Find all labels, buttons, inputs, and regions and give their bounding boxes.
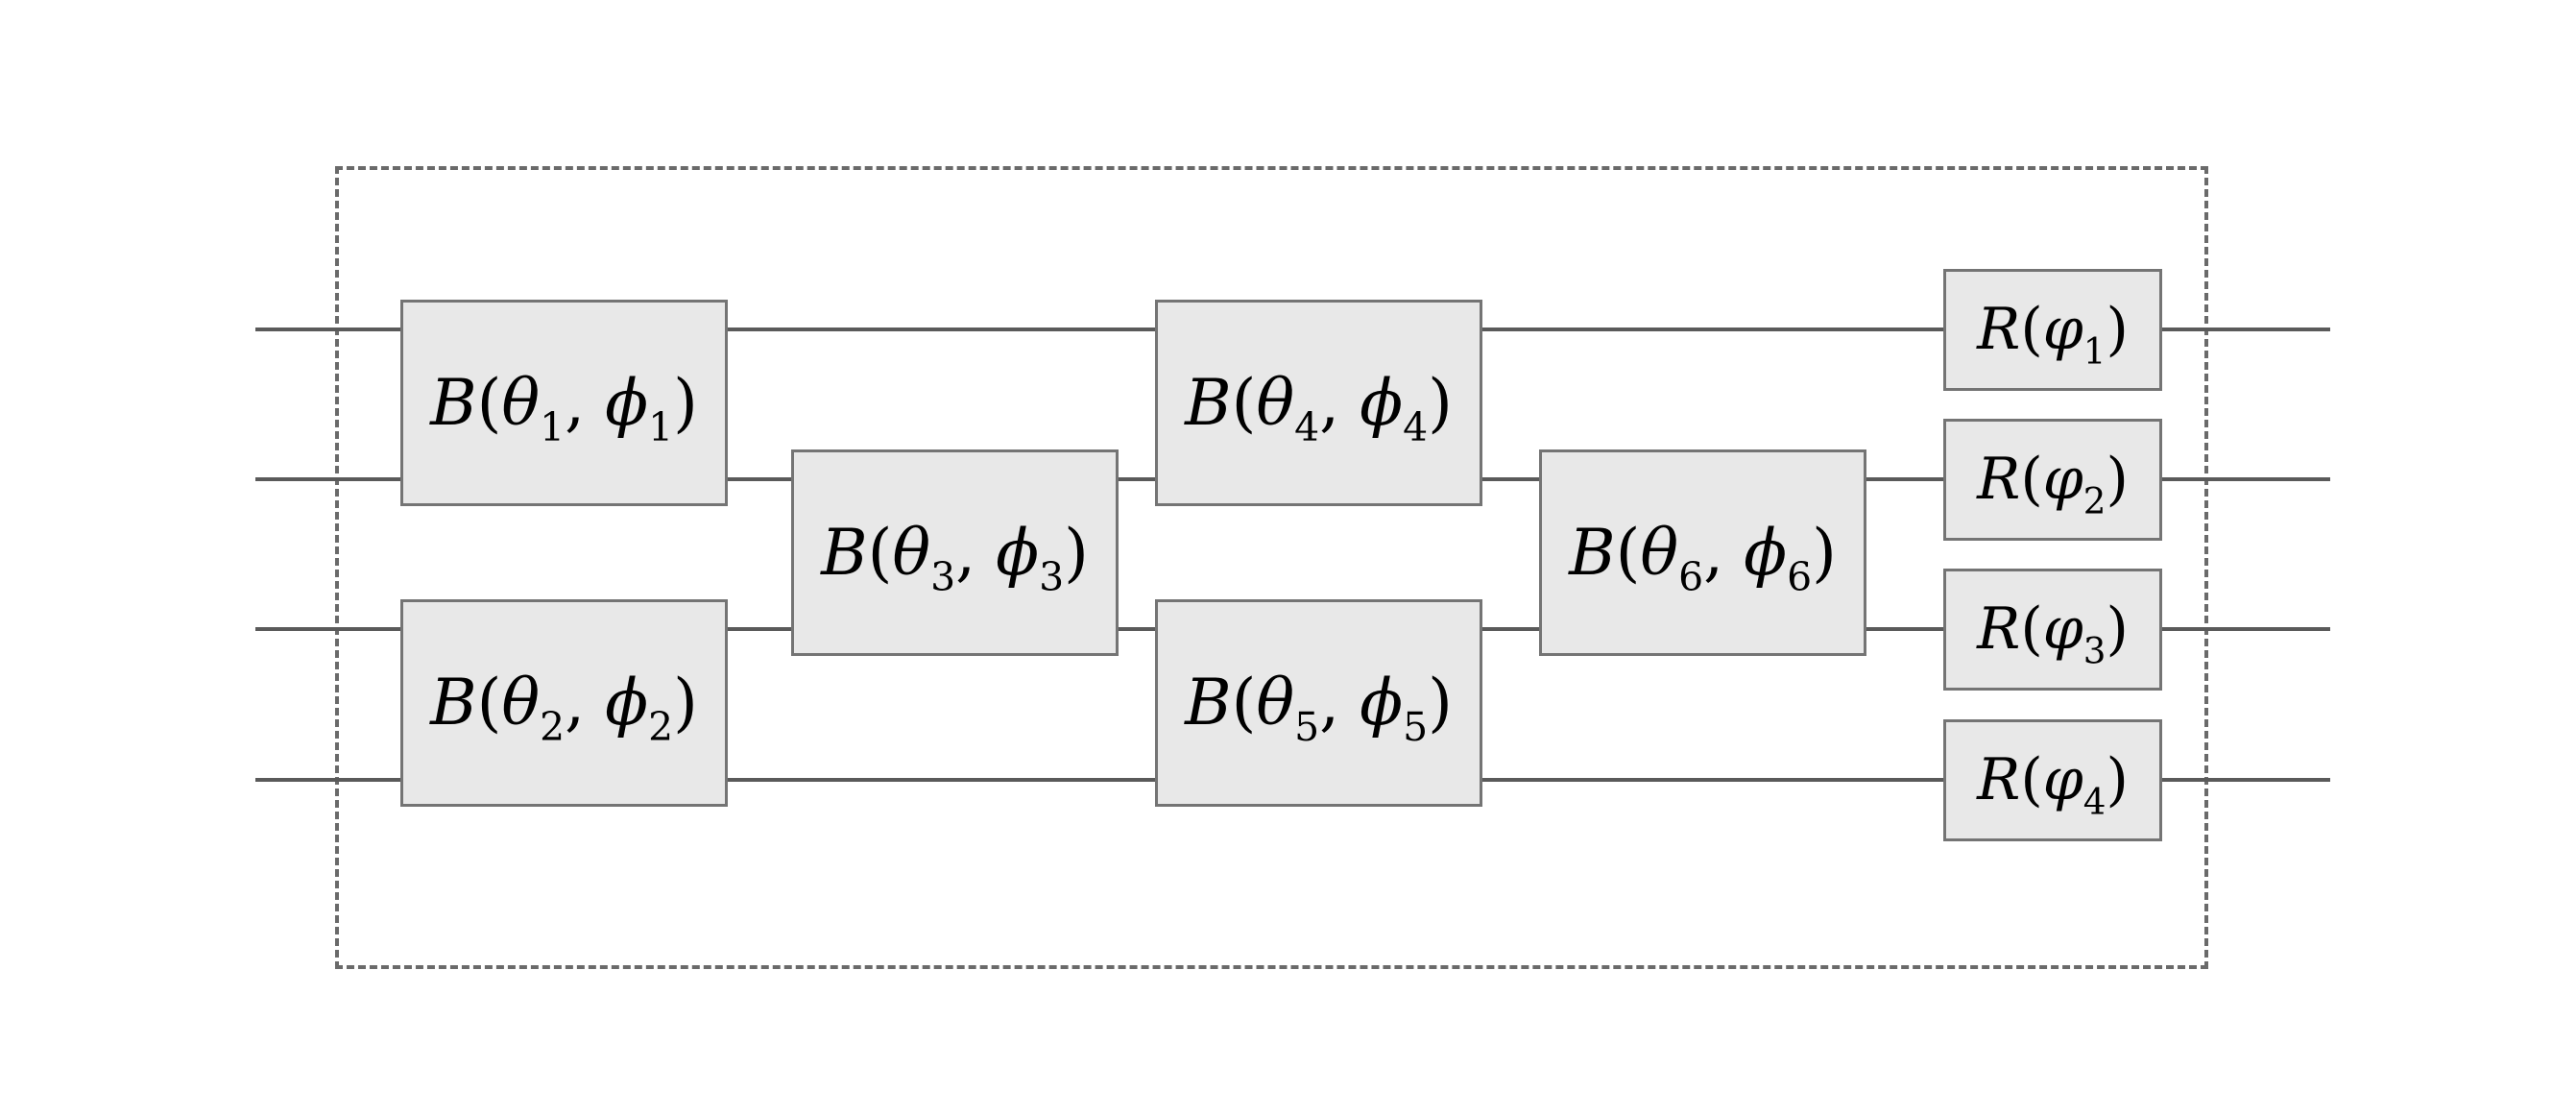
theta-subscript: 2 [540, 704, 566, 751]
varphi-symbol: φ [2042, 595, 2083, 663]
phi-subscript: 1 [648, 403, 674, 450]
right-paren: ) [1812, 515, 1837, 590]
comma: , [1703, 515, 1745, 590]
gate-func-symbol: R [1977, 746, 2021, 813]
left-paren: ( [2020, 595, 2043, 663]
right-paren: ) [673, 365, 698, 440]
theta-subscript: 1 [540, 403, 566, 450]
gate-label: R(φ3) [1977, 600, 2129, 668]
left-paren: ( [2020, 296, 2043, 363]
left-paren: ( [2020, 746, 2043, 813]
comma: , [1319, 365, 1360, 440]
varphi-subscript: 4 [2082, 780, 2107, 823]
gate-func-symbol: B [430, 365, 477, 440]
theta-symbol: θ [501, 666, 541, 740]
varphi-symbol: φ [2042, 446, 2083, 513]
gate-label: B(θ1, ϕ1) [430, 371, 698, 447]
gate-func-symbol: B [821, 515, 868, 590]
varphi-subscript: 1 [2082, 329, 2107, 373]
left-paren: ( [476, 365, 502, 440]
phi-symbol: ϕ [1360, 365, 1404, 440]
right-paren: ) [1064, 515, 1089, 590]
gate-label: B(θ2, ϕ2) [430, 671, 698, 747]
gate-label: B(θ3, ϕ3) [821, 521, 1089, 596]
gate-label: R(φ1) [1977, 301, 2129, 369]
phi-subscript: 5 [1403, 704, 1429, 751]
phi-symbol: ϕ [996, 515, 1040, 590]
phi-subscript: 6 [1787, 553, 1813, 600]
beamsplitter-gate-B1: B(θ1, ϕ1) [400, 300, 728, 506]
varphi-subscript: 3 [2082, 629, 2107, 672]
circuit-boundary-box [335, 166, 2208, 969]
right-paren: ) [673, 666, 698, 740]
beamsplitter-gate-B6: B(θ6, ϕ6) [1539, 449, 1866, 656]
theta-subscript: 4 [1294, 403, 1320, 450]
phi-symbol: ϕ [1744, 515, 1788, 590]
beamsplitter-gate-B3: B(θ3, ϕ3) [791, 449, 1119, 656]
gate-label: B(θ6, ϕ6) [1569, 521, 1837, 596]
phase-shifter-gate-R4: R(φ4) [1943, 718, 2162, 841]
phase-shifter-gate-R1: R(φ1) [1943, 268, 2162, 391]
gate-label: R(φ2) [1977, 450, 2129, 519]
varphi-symbol: φ [2042, 746, 2083, 813]
gate-func-symbol: B [1569, 515, 1616, 590]
left-paren: ( [476, 666, 502, 740]
varphi-symbol: φ [2042, 296, 2083, 363]
gate-func-symbol: B [1185, 365, 1232, 440]
phase-shifter-gate-R3: R(φ3) [1943, 568, 2162, 691]
comma: , [1319, 666, 1360, 740]
right-paren: ) [2106, 595, 2129, 663]
gate-func-symbol: R [1977, 595, 2021, 663]
theta-symbol: θ [501, 365, 541, 440]
left-paren: ( [1615, 515, 1641, 590]
gate-func-symbol: B [1185, 666, 1232, 740]
theta-subscript: 6 [1678, 553, 1704, 600]
right-paren: ) [2106, 296, 2129, 363]
right-paren: ) [1428, 666, 1453, 740]
phase-shifter-gate-R2: R(φ2) [1943, 418, 2162, 541]
left-paren: ( [867, 515, 893, 590]
gate-label: R(φ4) [1977, 751, 2129, 819]
comma: , [565, 365, 606, 440]
phi-symbol: ϕ [1360, 666, 1404, 740]
theta-symbol: θ [1256, 666, 1295, 740]
beamsplitter-gate-B4: B(θ4, ϕ4) [1155, 300, 1482, 506]
beamsplitter-gate-B2: B(θ2, ϕ2) [400, 599, 728, 807]
phi-subscript: 3 [1039, 553, 1065, 600]
phi-subscript: 4 [1403, 403, 1429, 450]
comma: , [955, 515, 997, 590]
theta-symbol: θ [1256, 365, 1295, 440]
gate-label: B(θ5, ϕ5) [1185, 671, 1453, 747]
gate-func-symbol: R [1977, 296, 2021, 363]
theta-symbol: θ [1640, 515, 1679, 590]
gate-label: B(θ4, ϕ4) [1185, 371, 1453, 447]
phi-symbol: ϕ [605, 666, 649, 740]
left-paren: ( [2020, 446, 2043, 513]
varphi-subscript: 2 [2082, 479, 2107, 522]
right-paren: ) [2106, 746, 2129, 813]
left-paren: ( [1231, 666, 1257, 740]
left-paren: ( [1231, 365, 1257, 440]
comma: , [565, 666, 606, 740]
phi-subscript: 2 [648, 704, 674, 751]
beamsplitter-gate-B5: B(θ5, ϕ5) [1155, 599, 1482, 807]
right-paren: ) [1428, 365, 1453, 440]
theta-symbol: θ [892, 515, 931, 590]
phi-symbol: ϕ [605, 365, 649, 440]
gate-func-symbol: B [430, 666, 477, 740]
theta-subscript: 3 [930, 553, 956, 600]
gate-func-symbol: R [1977, 446, 2021, 513]
right-paren: ) [2106, 446, 2129, 513]
theta-subscript: 5 [1294, 704, 1320, 751]
